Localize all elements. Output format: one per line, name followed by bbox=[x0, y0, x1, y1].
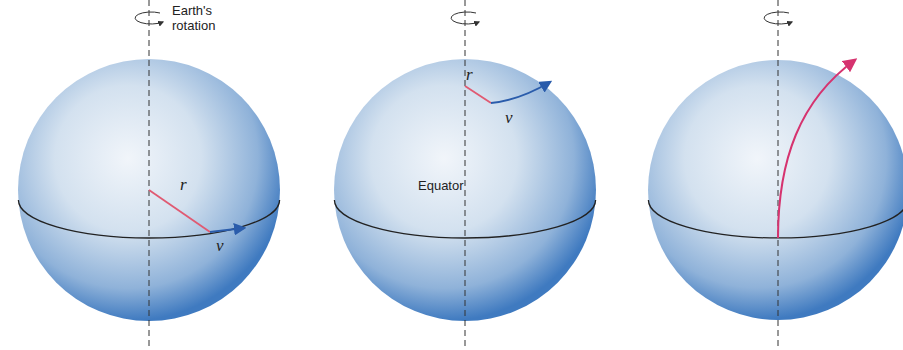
radius-line bbox=[149, 190, 210, 232]
rotation-symbol bbox=[451, 12, 479, 24]
rotation-axis bbox=[465, 0, 466, 350]
radius-label: r bbox=[180, 176, 187, 194]
globe-middle bbox=[334, 0, 596, 350]
rotation-symbol bbox=[135, 12, 163, 24]
globe-right bbox=[648, 0, 903, 350]
rotation-axis bbox=[778, 0, 779, 350]
radius-label: r bbox=[466, 66, 473, 84]
globe bbox=[648, 60, 903, 320]
equator-label: Equator bbox=[418, 178, 464, 193]
equator-line bbox=[648, 200, 903, 238]
velocity-arrow bbox=[491, 82, 550, 103]
rotation-axis bbox=[149, 0, 150, 350]
velocity-label: v bbox=[505, 109, 513, 127]
globe-left bbox=[18, 0, 280, 350]
rotation-symbol bbox=[764, 12, 792, 24]
velocity-label: v bbox=[216, 237, 224, 255]
rotation-label: Earth's rotation bbox=[172, 3, 234, 33]
deflection-path bbox=[778, 60, 855, 238]
velocity-arrow bbox=[210, 228, 244, 232]
radius-line bbox=[465, 86, 491, 103]
